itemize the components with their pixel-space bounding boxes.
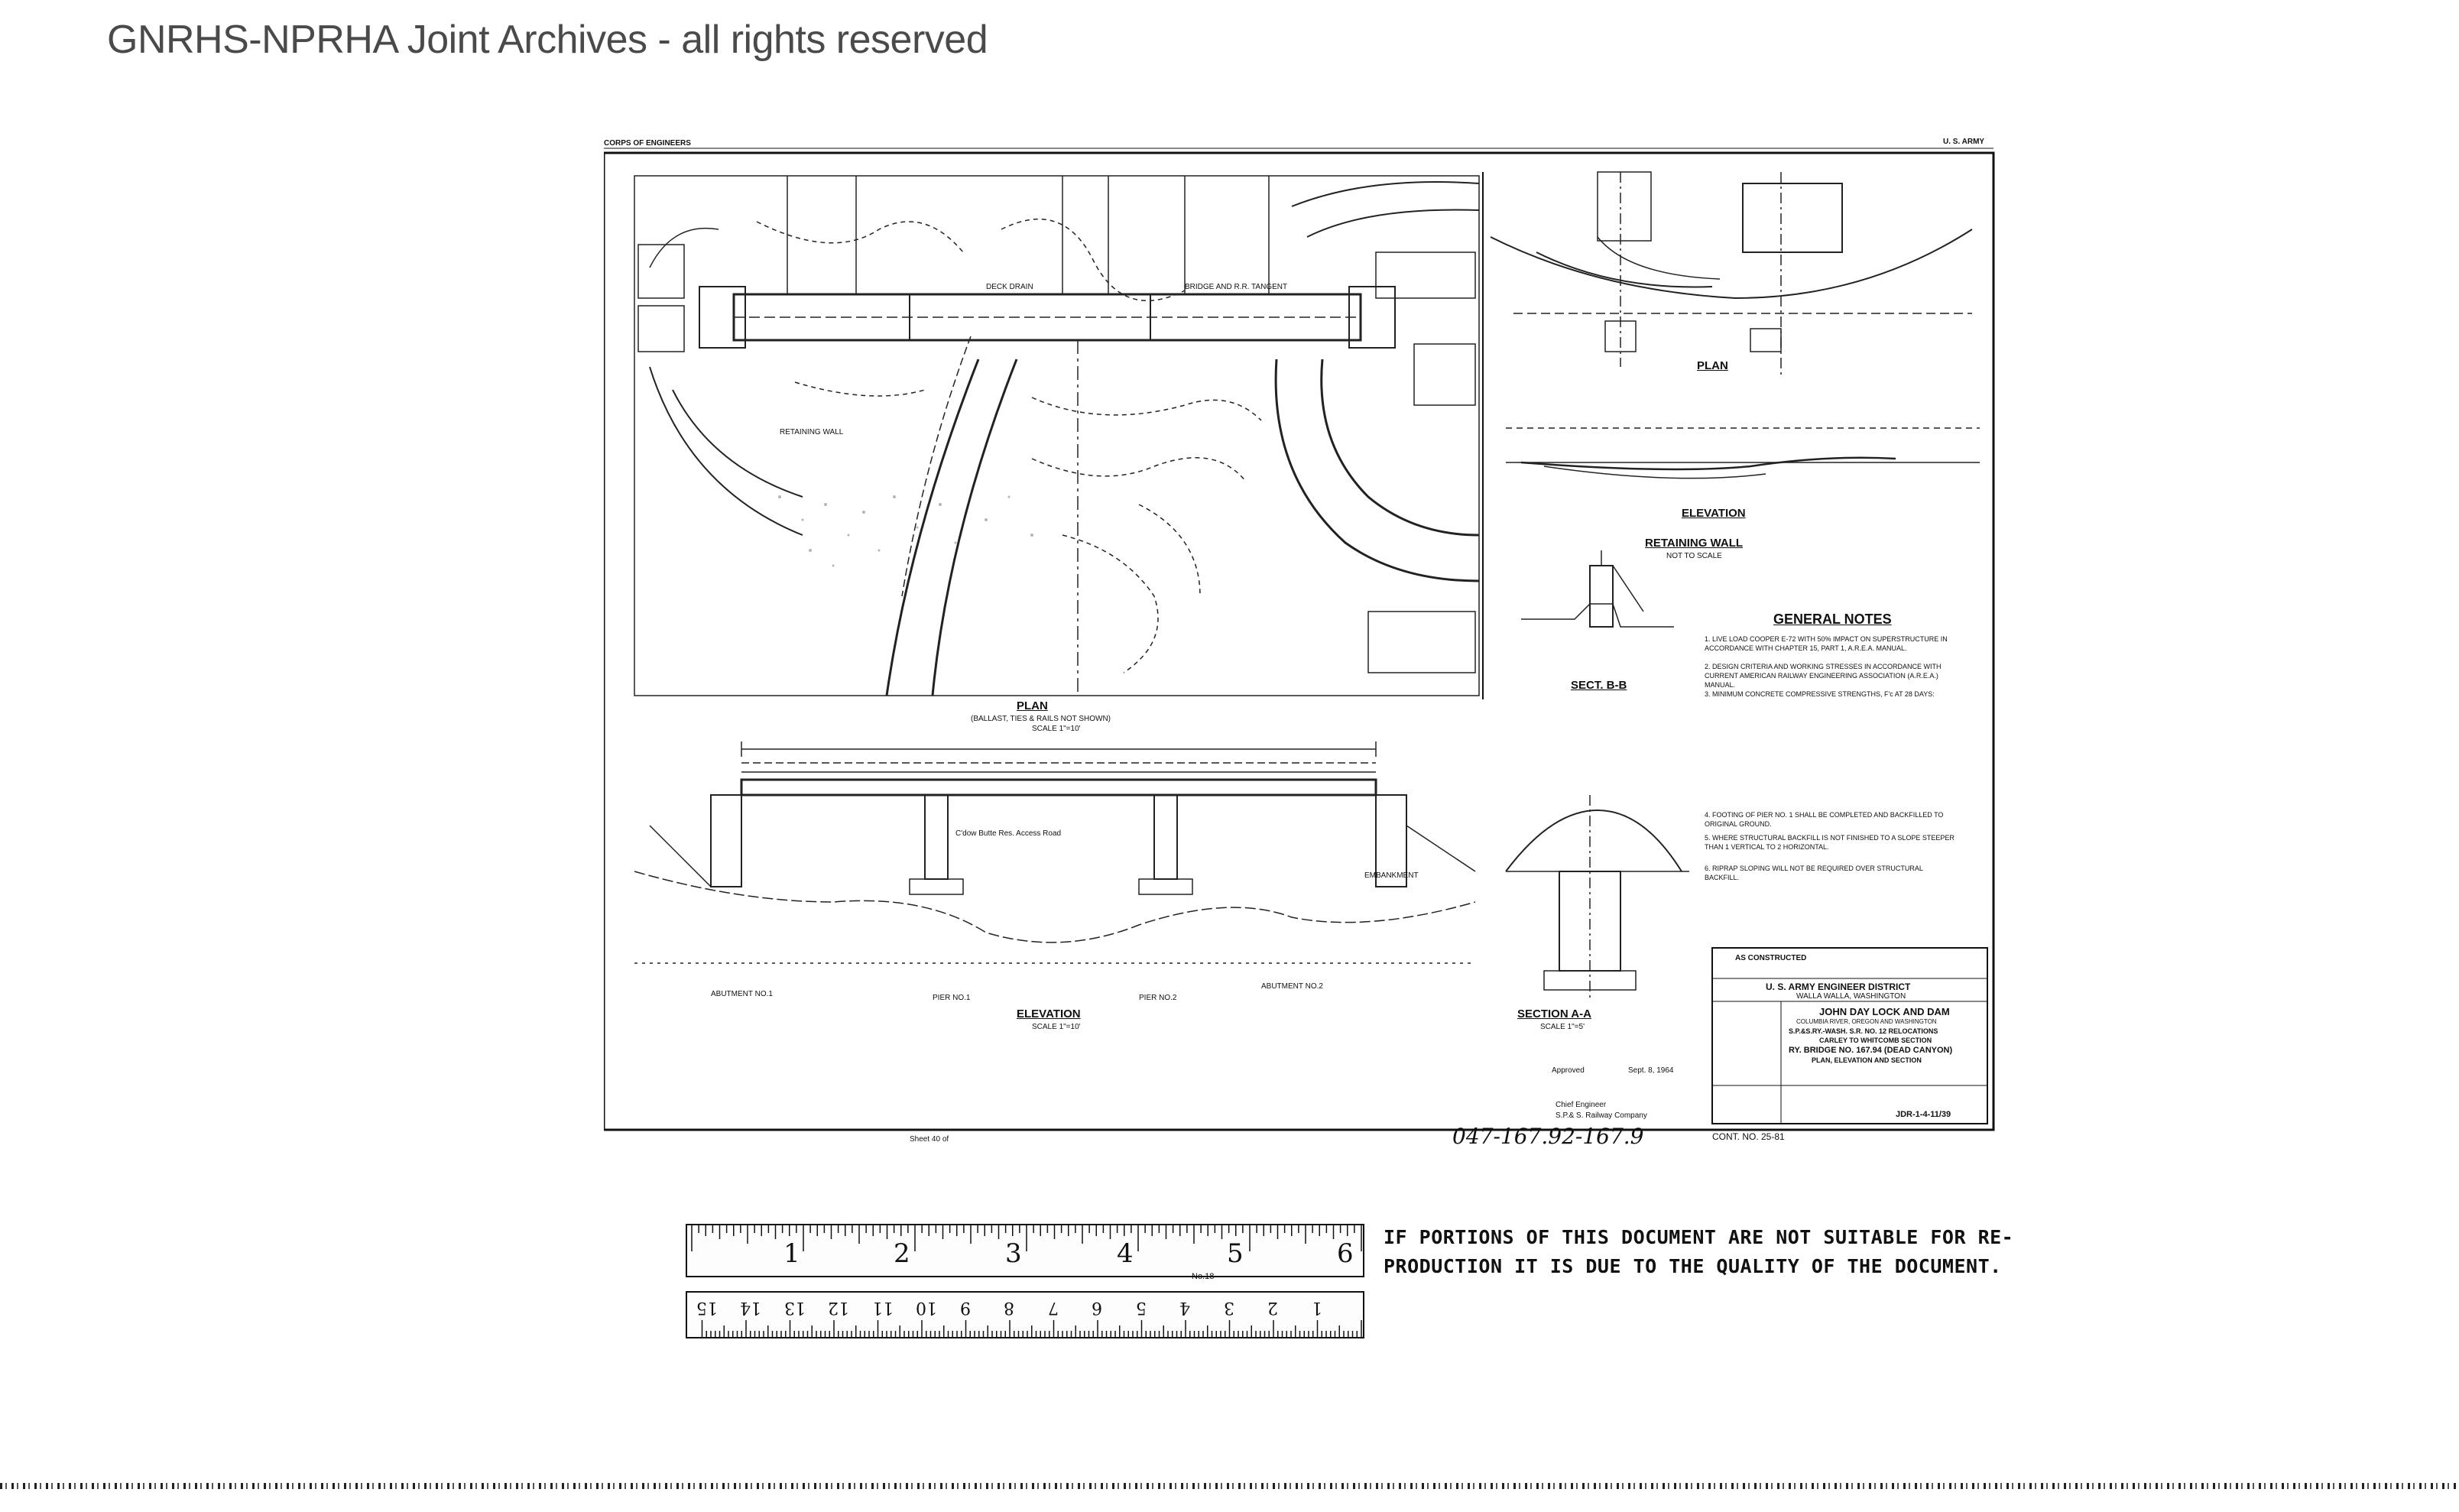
scale-ruler: 1 2 3 4 5 6 No.18 15 14 13 12 11 10 9 8 7 6 5 4 3 2 1 (686, 1222, 1364, 1344)
drawing-speckle (778, 495, 1033, 567)
bridge-tangent-label: BRIDGE AND R.R. TANGENT (1185, 283, 1288, 291)
pier-2-label: PIER NO.2 (1139, 994, 1177, 1002)
district-label: U. S. ARMY ENGINEER DISTRICT (1766, 982, 1911, 992)
ruler-cm-label: 8 (1004, 1298, 1014, 1317)
plan-title: PLAN (1017, 699, 1048, 712)
elevation-scale: SCALE 1"=10' (1032, 1023, 1081, 1031)
access-road-label: C'dow Butte Res. Access Road (955, 829, 1062, 838)
general-note-3: 3. MINIMUM CONCRETE COMPRESSIVE STRENGTH… (1705, 690, 1935, 698)
section-a-a-view (1505, 795, 1689, 1001)
ruler-cm-label: 10 (916, 1298, 937, 1317)
ruler-cm-label: 7 (1047, 1298, 1059, 1317)
contract-number: CONT. NO. 25-81 (1712, 1131, 1785, 1142)
engineering-drawing-sheet: CORPS OF ENGINEERS U. S. ARMY PLAN (BALL… (604, 138, 1995, 1149)
wall-plan-title: PLAN (1697, 359, 1728, 372)
retaining-wall-elevation (1506, 427, 1980, 479)
deck-drain-label: DECK DRAIN (986, 283, 1033, 291)
ruler-inch-4: 4 (1117, 1238, 1134, 1269)
ruler-graphic (686, 1224, 1364, 1338)
general-note-6: 6. RIPRAP SLOPING WILL NOT BE REQUIRED O… (1705, 865, 1923, 881)
ruler-cm-label: 13 (783, 1298, 806, 1317)
district-city: WALLA WALLA, WASHINGTON (1796, 992, 1906, 1001)
as-constructed-label: AS CONSTRUCTED (1735, 954, 1807, 962)
project-line-3: CARLEY TO WHITCOMB SECTION (1819, 1037, 1932, 1044)
plan-scale: SCALE 1"=10' (1032, 725, 1081, 733)
project-line-4: RY. BRIDGE NO. 167.94 (DEAD CANYON) (1789, 1046, 1953, 1055)
general-note-5: 5. WHERE STRUCTURAL BACKFILL IS NOT FINI… (1705, 834, 1955, 851)
retaining-wall-title: RETAINING WALL (1645, 537, 1744, 550)
ruler-cm-label: 15 (696, 1298, 718, 1317)
general-note-2: 2. DESIGN CRITERIA AND WORKING STRESSES … (1705, 663, 1942, 689)
handwritten-number: 047-167.92-167.9 (1452, 1124, 1644, 1149)
ruler-cm-label: 11 (871, 1298, 894, 1317)
railway-company: S.P.& S. Railway Company (1556, 1111, 1647, 1120)
ruler-inch-1: 1 (783, 1238, 800, 1269)
approved-date: Sept. 8, 1964 (1628, 1066, 1674, 1075)
ruler-inch-6: 6 (1337, 1238, 1354, 1269)
general-note-1: 1. LIVE LOAD COOPER E-72 WITH 50% IMPACT… (1705, 635, 1948, 652)
ruler-inch-3: 3 (1005, 1238, 1022, 1269)
project-name: JOHN DAY LOCK AND DAM (1819, 1006, 1950, 1017)
ruler-cm-label: 4 (1179, 1298, 1190, 1317)
plan-view-main (634, 175, 1480, 696)
ruler-cm-label: 12 (828, 1298, 849, 1317)
drawing-number: JDR-1-4-11/39 (1896, 1110, 1951, 1119)
project-line-2: S.P.&S.RY.-WASH. S.R. NO. 12 RELOCATIONS (1789, 1027, 1938, 1035)
corner-label-left: CORPS OF ENGINEERS (604, 139, 691, 148)
ruler-cm-label: 3 (1223, 1298, 1234, 1317)
section-b-b (1521, 550, 1674, 628)
section-bb-title: SECT. B-B (1571, 679, 1627, 692)
archive-watermark: GNRHS-NPRHA Joint Archives - all rights … (107, 18, 988, 62)
project-line-5: PLAN, ELEVATION AND SECTION (1812, 1056, 1922, 1064)
wall-elevation-title: ELEVATION (1682, 507, 1746, 520)
section-aa-title: SECTION A-A (1517, 1007, 1591, 1020)
retaining-wall-plan (1490, 171, 1973, 375)
approved-by: Chief Engineer (1556, 1101, 1607, 1109)
abutment-1-label: ABUTMENT NO.1 (711, 990, 773, 998)
corner-label-right: U. S. ARMY (1943, 138, 1985, 146)
elevation-view-main (634, 741, 1476, 964)
ruler-inch-5: 5 (1227, 1238, 1244, 1269)
ruler-product: No.18 (1192, 1272, 1215, 1281)
ruler-cm-label: 6 (1092, 1298, 1102, 1317)
embankment-label: EMBANKMENT (1364, 871, 1419, 880)
ruler-inch-2: 2 (894, 1238, 910, 1269)
ruler-cm-label: 2 (1267, 1298, 1278, 1317)
approved-label: Approved (1552, 1066, 1585, 1075)
reproduction-disclaimer: IF PORTIONS OF THIS DOCUMENT ARE NOT SUI… (1384, 1226, 2014, 1277)
retaining-wall-label: RETAINING WALL (780, 428, 844, 436)
ruler-cm-label: 5 (1135, 1298, 1147, 1317)
title-block-frame (1711, 947, 1988, 1124)
elevation-title: ELEVATION (1017, 1007, 1081, 1020)
section-aa-scale: SCALE 1"=5' (1540, 1023, 1585, 1031)
pier-1-label: PIER NO.1 (933, 994, 971, 1002)
project-line-1: COLUMBIA RIVER, OREGON AND WASHINGTON (1796, 1018, 1937, 1025)
drawing-linework (604, 148, 1995, 1131)
general-notes-title: GENERAL NOTES (1773, 612, 1892, 627)
general-note-4: 4. FOOTING OF PIER NO. 1 SHALL BE COMPLE… (1705, 811, 1944, 828)
retaining-wall-scale: NOT TO SCALE (1666, 552, 1722, 560)
scan-edge-noise (0, 1483, 2459, 1489)
ruler-cm-label: 9 (959, 1298, 971, 1317)
ruler-cm-label: 14 (740, 1298, 761, 1317)
ruler-cm-label: 1 (1311, 1298, 1322, 1317)
plan-subtitle: (BALLAST, TIES & RAILS NOT SHOWN) (971, 715, 1111, 723)
abutment-2-label: ABUTMENT NO.2 (1261, 982, 1323, 991)
sheet-number: Sheet 40 of (910, 1135, 949, 1144)
